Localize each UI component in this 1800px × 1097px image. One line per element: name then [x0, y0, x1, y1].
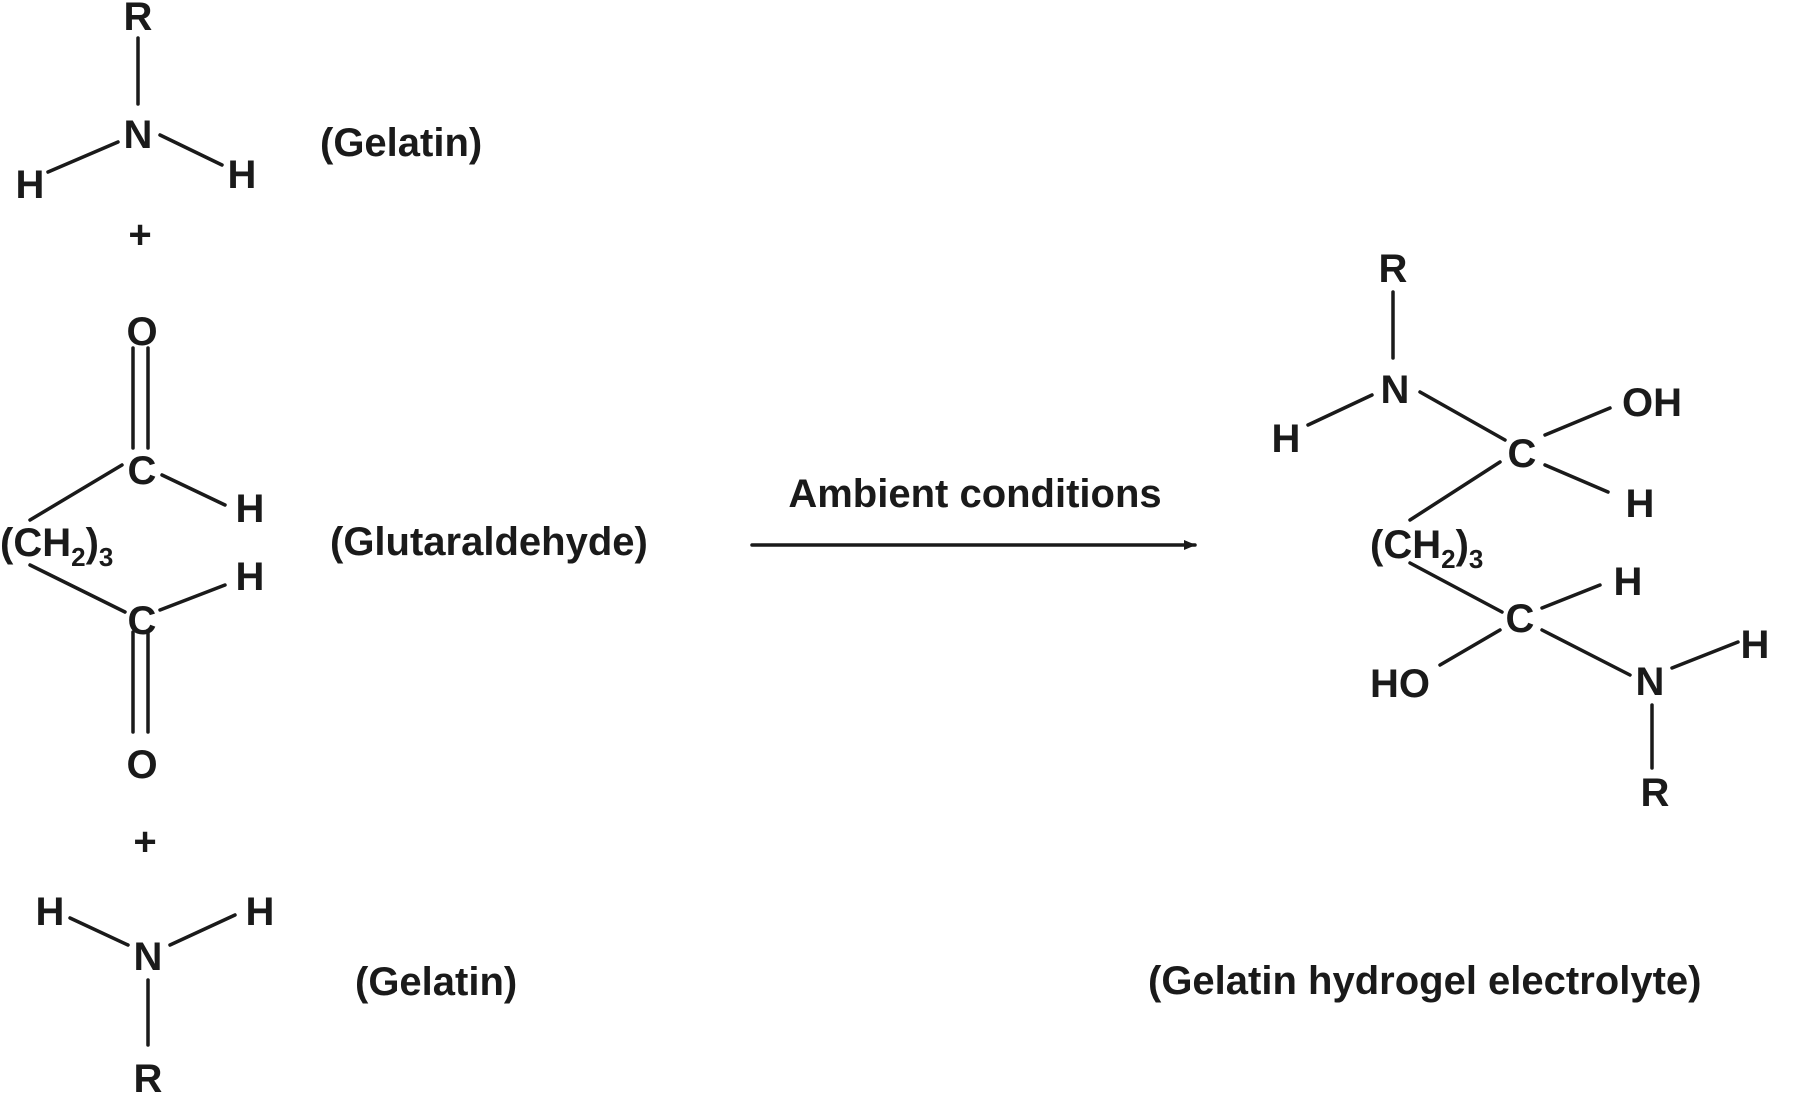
ch2-count: 3	[1469, 544, 1483, 574]
glutaraldehyde-structure: O C H (CH2)3 H C O	[0, 310, 264, 787]
bond-n-h-right	[158, 133, 224, 167]
ch2-count: 3	[99, 542, 113, 572]
gelatin-top-caption: (Gelatin)	[320, 121, 482, 165]
atom-h-c-top: H	[1626, 482, 1655, 526]
atom-c-top: C	[128, 449, 157, 493]
bond-c-ho-bottom	[1438, 628, 1502, 667]
atom-r: R	[124, 0, 153, 39]
bond-ch2-c-bottom	[1408, 561, 1504, 614]
bond-c-n-bottom	[1540, 628, 1632, 677]
glutaraldehyde-caption: (Glutaraldehyde)	[330, 520, 648, 564]
atom-ho-bottom: HO	[1370, 662, 1430, 706]
atom-h-left: H	[36, 890, 65, 934]
product-structure: R N H C OH H (CH2)3 H C HO N H R	[1272, 247, 1770, 815]
ch2-group: (CH2)3	[0, 521, 113, 572]
ch2-subscript: 2	[1441, 544, 1455, 574]
gelatin-bottom-caption: (Gelatin)	[355, 960, 517, 1004]
bond-n-h-bottom	[1670, 640, 1740, 670]
bond-c-top-ch2	[1408, 460, 1502, 522]
bond-c-h-top	[1543, 463, 1610, 494]
atom-h-c-bottom: H	[1614, 560, 1643, 604]
ch2-main: (CH	[1370, 523, 1441, 567]
atom-n: N	[134, 935, 163, 979]
bond-h-left-n	[68, 916, 130, 947]
plus-sign-2: +	[133, 820, 156, 864]
atom-oh-top: OH	[1622, 381, 1682, 425]
atom-h-right: H	[228, 153, 257, 197]
atom-r-top: R	[1379, 247, 1408, 291]
ch2-subscript: 2	[71, 542, 85, 572]
atom-h-bottom: H	[236, 555, 265, 599]
ch2-main: (CH	[0, 521, 71, 565]
atom-n: N	[124, 113, 153, 157]
bond-c-h-bottom	[158, 583, 227, 612]
bond-c-h-bottom	[1540, 583, 1602, 610]
atom-c-bottom: C	[1506, 597, 1535, 641]
atom-h-top: H	[236, 487, 265, 531]
atom-h-left: H	[16, 163, 45, 207]
atom-o-top: O	[126, 310, 157, 354]
atom-c-top: C	[1508, 432, 1537, 476]
ch2-close: )	[86, 521, 99, 565]
bond-c-h-top	[160, 473, 227, 507]
atom-h-right: H	[246, 890, 275, 934]
ch2-close: )	[1456, 523, 1469, 567]
bond-n-h-right	[168, 913, 237, 947]
bond-n-h-top	[1306, 393, 1374, 427]
atom-n-top: N	[1381, 368, 1410, 412]
atom-h-n-bottom: H	[1741, 623, 1770, 667]
product-caption: (Gelatin hydrogel electrolyte)	[1148, 959, 1701, 1003]
atom-c-bottom: C	[128, 599, 157, 643]
bond-n-h-left	[46, 140, 120, 174]
atom-o-bottom: O	[126, 743, 157, 787]
bond-c-ch2-top	[28, 463, 124, 522]
atom-h-n-top: H	[1272, 417, 1301, 461]
bond-ch2-c-bottom	[28, 563, 127, 614]
atom-r-bottom: R	[1641, 771, 1670, 815]
reaction-condition: Ambient conditions	[788, 472, 1161, 516]
product-ch2-group: (CH2)3	[1370, 523, 1483, 574]
atom-n-bottom: N	[1636, 660, 1665, 704]
bond-c-oh-top	[1543, 406, 1612, 437]
plus-sign-1: +	[128, 213, 151, 257]
atom-r: R	[134, 1057, 163, 1097]
gelatin-top-structure: R N H H	[16, 0, 257, 207]
gelatin-bottom-structure: H H N R	[36, 890, 275, 1097]
bond-n-c-top	[1418, 390, 1507, 442]
